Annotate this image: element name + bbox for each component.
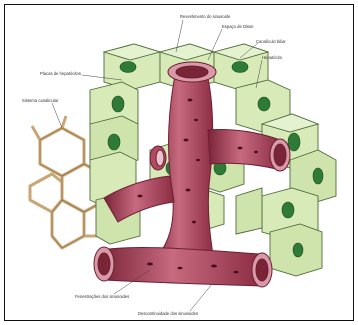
label-canaliculo: Canalículo biliar (256, 39, 286, 44)
label-descontinuidade: Descontinuidade dos sinusoides (138, 311, 198, 316)
label-fenestracoes: Fenestrações dos sinusoides (75, 294, 129, 299)
label-disse: Espaço de Disse (222, 24, 253, 29)
label-placas: Placas de hepatócitos (40, 71, 81, 76)
label-hepatocito: Hepatócito (262, 55, 282, 60)
label-sistema: Sistema canalicular (22, 98, 58, 103)
label-revestimento: Revestimento do sinusoide (180, 14, 230, 19)
